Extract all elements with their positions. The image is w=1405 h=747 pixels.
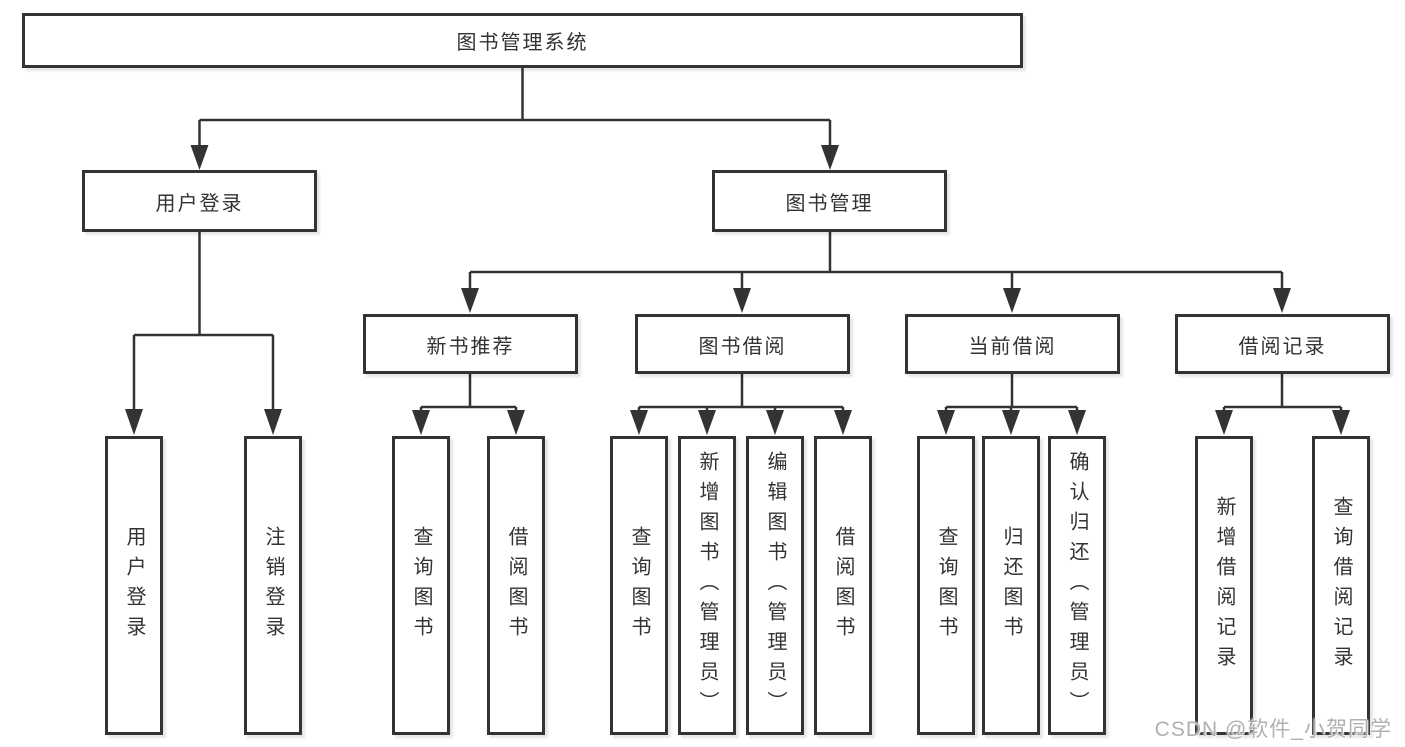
leaf-user-login: 用户登录 <box>105 436 163 735</box>
node-label: 新书推荐 <box>426 335 515 358</box>
node-label: 归还图书 <box>1000 525 1022 646</box>
node-label: 查询图书 <box>935 525 957 646</box>
node-library-system: 图书管理系统 <box>22 13 1023 68</box>
node-label: 查询借阅记录 <box>1330 495 1352 676</box>
leaf-borrow-books-1: 借阅图书 <box>487 436 545 735</box>
node-new-book-recommend: 新书推荐 <box>363 314 578 374</box>
node-book-borrow: 图书借阅 <box>635 314 850 374</box>
leaf-add-book-admin: 新增图书（管理员） <box>678 436 736 735</box>
node-user-login: 用户登录 <box>82 170 317 232</box>
leaf-query-books-1: 查询图书 <box>392 436 450 735</box>
csdn-watermark: CSDN @软件_小贺同学 <box>1154 718 1392 741</box>
node-label: 图书借阅 <box>698 335 787 358</box>
node-borrow-records: 借阅记录 <box>1175 314 1390 374</box>
node-book-management: 图书管理 <box>712 170 947 232</box>
leaf-query-books-2: 查询图书 <box>610 436 668 735</box>
node-label: 借阅图书 <box>505 525 527 646</box>
leaf-logout: 注销登录 <box>244 436 302 735</box>
leaf-edit-book-admin: 编辑图书（管理员） <box>746 436 804 735</box>
node-label: 注销登录 <box>262 525 284 646</box>
node-label: 图书管理系统 <box>456 32 589 54</box>
node-label: 用户登录 <box>123 525 145 646</box>
node-label: 查询图书 <box>628 525 650 646</box>
node-label: 新增图书（管理员） <box>696 450 718 721</box>
leaf-query-books-3: 查询图书 <box>917 436 975 735</box>
leaf-add-borrow-record: 新增借阅记录 <box>1195 436 1253 735</box>
leaf-borrow-books-2: 借阅图书 <box>814 436 872 735</box>
leaf-query-borrow-record: 查询借阅记录 <box>1312 436 1370 735</box>
node-label: 新增借阅记录 <box>1213 495 1235 676</box>
node-label: 图书管理 <box>785 192 874 215</box>
node-label: 借阅图书 <box>832 525 854 646</box>
node-label: 编辑图书（管理员） <box>764 450 786 721</box>
leaf-return-book: 归还图书 <box>982 436 1040 735</box>
node-current-borrow: 当前借阅 <box>905 314 1120 374</box>
leaf-confirm-return-admin: 确认归还（管理员） <box>1048 436 1106 735</box>
node-label: 当前借阅 <box>968 335 1057 358</box>
node-label: 用户登录 <box>155 192 244 215</box>
node-label: 查询图书 <box>410 525 432 646</box>
node-label: 借阅记录 <box>1238 335 1327 358</box>
node-label: 确认归还（管理员） <box>1066 450 1088 721</box>
